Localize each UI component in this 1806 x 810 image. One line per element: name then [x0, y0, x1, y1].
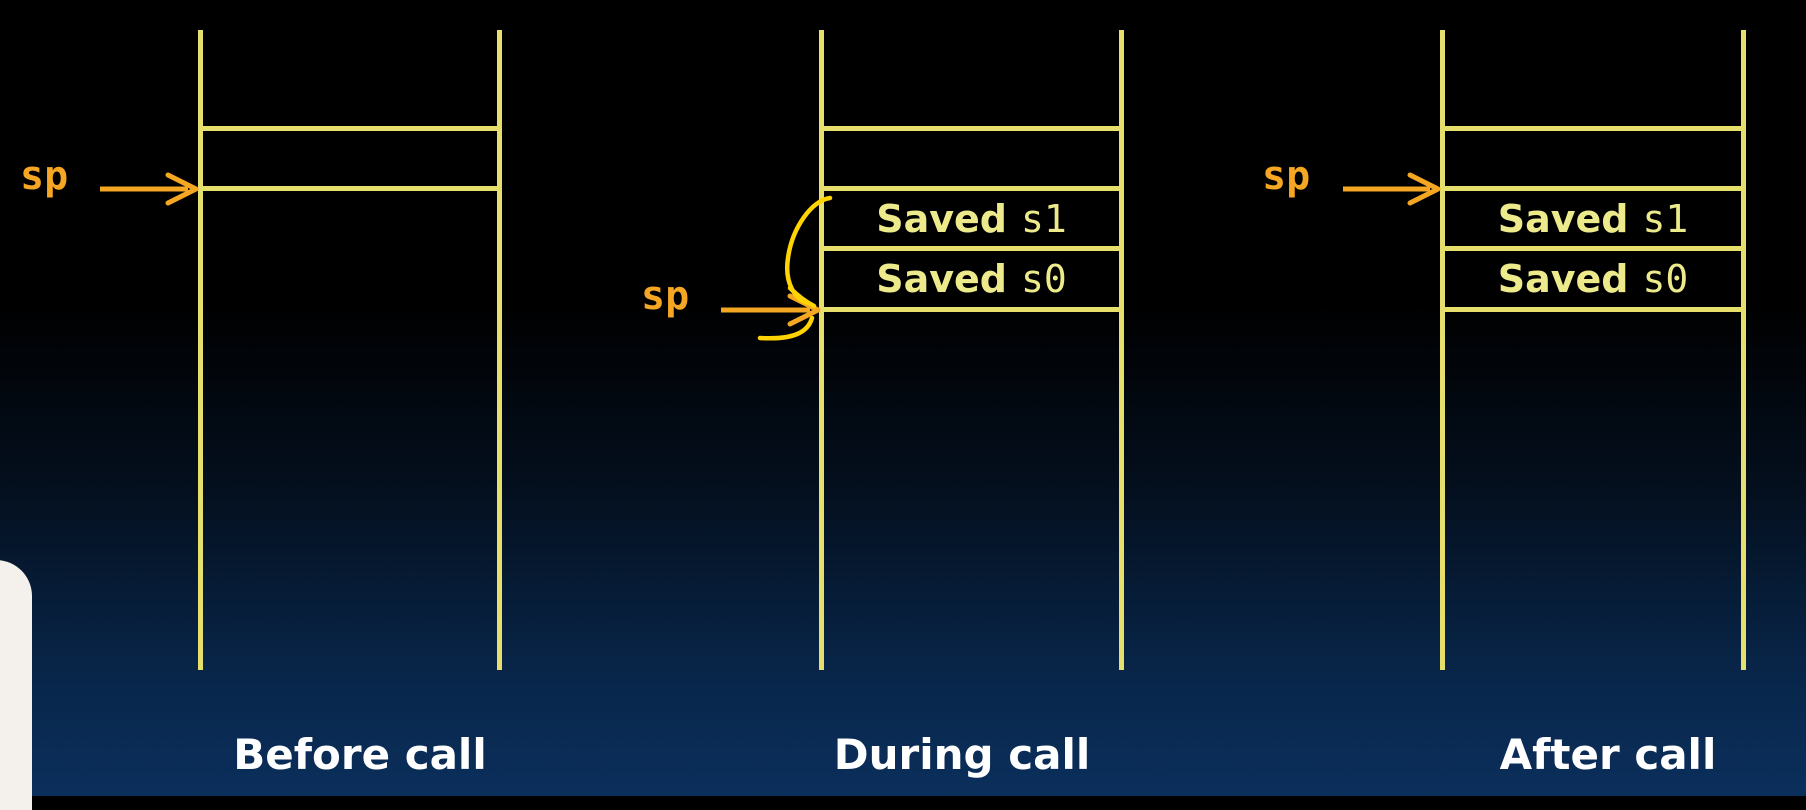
sp-label: sp [20, 153, 69, 199]
stack-frame-line [819, 246, 1124, 251]
stack-left-wall [198, 30, 203, 670]
sp-label: sp [1262, 153, 1311, 199]
cell-word: Saved [1497, 196, 1629, 241]
stack-right-wall [497, 30, 502, 670]
sp-arrow [100, 172, 199, 206]
cell-register: s0 [1642, 256, 1689, 301]
handwritten-move-arrow [757, 195, 833, 341]
cell-register: s0 [1021, 256, 1067, 301]
stack-frame-line [1440, 186, 1746, 191]
caption-during-call: During call [833, 730, 1091, 779]
cell-register: s1 [1021, 196, 1067, 241]
stack-frame-line [819, 307, 1124, 312]
stack-frame-line [819, 126, 1124, 131]
caption-before-call: Before call [233, 730, 487, 779]
stack-frame-line [198, 186, 502, 191]
stack-frame-line [198, 126, 502, 131]
stack-left-wall [819, 30, 824, 670]
cell-word: Saved [876, 196, 1007, 241]
stack-right-wall [1741, 30, 1746, 670]
saved-s0-cell: Saved s0 [824, 251, 1119, 306]
saved-s1-cell: Saved s1 [1445, 191, 1741, 246]
saved-s0-cell: Saved s0 [1445, 251, 1741, 306]
cell-register: s1 [1642, 196, 1689, 241]
stack-frame-line [1440, 307, 1746, 312]
cell-word: Saved [1497, 256, 1629, 301]
cell-word: Saved [876, 256, 1007, 301]
sp-label: sp [641, 273, 690, 319]
saved-s1-cell: Saved s1 [824, 191, 1119, 246]
stack-frame-line [1440, 246, 1746, 251]
sp-arrow [1343, 172, 1441, 206]
stack-frame-line [819, 186, 1124, 191]
stack-frame-line [1440, 126, 1746, 131]
stack-right-wall [1119, 30, 1124, 670]
presenter-silhouette [0, 560, 32, 810]
stack-left-wall [1440, 30, 1445, 670]
caption-after-call: After call [1499, 730, 1717, 779]
